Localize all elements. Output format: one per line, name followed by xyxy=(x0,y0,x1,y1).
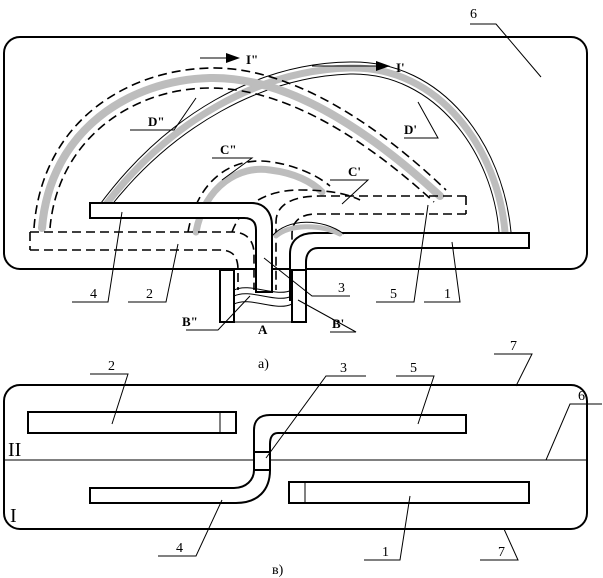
label-2-bottom: 2 xyxy=(108,359,115,374)
bottom-junction-3 xyxy=(253,451,271,471)
label-b-prime: B' xyxy=(332,316,344,331)
conductor-5-dashed-lower xyxy=(291,213,466,290)
loop-d-double-band xyxy=(38,73,444,232)
bottom-conductor-4 xyxy=(89,469,272,504)
loop-d-prime-outline xyxy=(97,61,512,233)
label-1-bottom: 1 xyxy=(382,545,389,560)
leader-4-bottom xyxy=(158,499,223,557)
label-c-prime: C' xyxy=(348,164,361,179)
label-1-top: 1 xyxy=(444,287,451,302)
figure-a: 6 I" I' D" D' C" C' 4 2 3 5 1 B" B' A а) xyxy=(3,7,588,372)
conductor-1 xyxy=(289,232,530,301)
leader-5 xyxy=(376,204,429,303)
leader-2-bottom xyxy=(90,373,129,425)
leader-7-top xyxy=(494,353,533,387)
loop-c-prime-band xyxy=(273,224,343,239)
label-6-top: 6 xyxy=(470,7,477,22)
leader-6-bottom xyxy=(545,403,602,461)
caption-a: а) xyxy=(258,357,269,372)
label-b-double: B" xyxy=(182,314,198,329)
label-roman-1: I xyxy=(10,505,17,527)
label-2-top: 2 xyxy=(146,287,153,302)
leader-d-prime xyxy=(404,101,439,139)
loop-d-double-dash-inner xyxy=(49,87,435,229)
loop-c-prime-outline xyxy=(271,221,345,237)
leader-3-bottom xyxy=(265,375,366,459)
junction-a-right xyxy=(291,269,307,323)
arrow-i-prime-head xyxy=(376,61,390,71)
label-i-prime: I' xyxy=(396,60,405,75)
leader-7-bottom xyxy=(480,528,519,561)
label-6-bottom: 6 xyxy=(578,389,585,404)
label-5-top: 5 xyxy=(390,287,397,302)
bottom-conductor-5 xyxy=(253,414,467,453)
conductor-2-dashed-lower xyxy=(30,249,239,290)
label-4-top: 4 xyxy=(90,287,97,302)
leader-b-prime xyxy=(297,299,357,333)
leader-c-prime xyxy=(330,179,370,205)
label-7-bottom: 7 xyxy=(498,545,505,560)
loop-c-double-dash xyxy=(187,160,331,233)
label-roman-2: II xyxy=(8,439,21,461)
caption-b: в) xyxy=(272,563,284,578)
leader-1 xyxy=(424,241,461,303)
leader-6-top xyxy=(470,23,542,78)
figure-b: 2 3 5 7 6 II I 4 1 7 в) xyxy=(3,339,602,578)
junction-a-wave-3 xyxy=(233,287,293,293)
arrow-i-double-head xyxy=(226,53,240,63)
conductor-4 xyxy=(89,202,273,293)
label-3-bottom: 3 xyxy=(340,361,347,376)
leader-d-double xyxy=(130,97,197,131)
enclosure-7-bottom xyxy=(3,384,588,530)
conductor-5-dashed xyxy=(275,195,466,290)
label-7-top: 7 xyxy=(510,339,517,354)
loop-d-double-dash-outer xyxy=(33,67,447,229)
junction-a-left xyxy=(219,269,235,323)
junction-a-wave-1 xyxy=(233,293,293,299)
leader-3 xyxy=(263,257,350,297)
leader-4 xyxy=(72,211,123,303)
label-5-bottom: 5 xyxy=(410,361,417,376)
leader-5-bottom xyxy=(396,375,435,425)
loop-d-prime-band xyxy=(100,64,509,236)
label-i-double: I" xyxy=(246,52,258,67)
leader-2 xyxy=(128,243,179,303)
label-3-top: 3 xyxy=(338,281,345,296)
leader-c-double xyxy=(212,157,254,181)
label-4-bottom: 4 xyxy=(176,541,183,556)
label-d-double: D" xyxy=(148,114,165,129)
label-d-prime: D' xyxy=(404,122,417,137)
loop-d-prime-inner xyxy=(109,73,500,233)
loop-c-double-band xyxy=(192,165,326,236)
leader-b-double xyxy=(186,295,251,331)
label-c-double: C" xyxy=(220,142,237,157)
leader-1-bottom xyxy=(364,495,411,561)
loop-c-prime-dash xyxy=(231,189,361,233)
label-a: A xyxy=(258,322,268,337)
conductor-2-dashed xyxy=(30,231,255,290)
junction-a-wave-2 xyxy=(233,301,293,307)
bottom-conductor-2 xyxy=(27,411,237,434)
